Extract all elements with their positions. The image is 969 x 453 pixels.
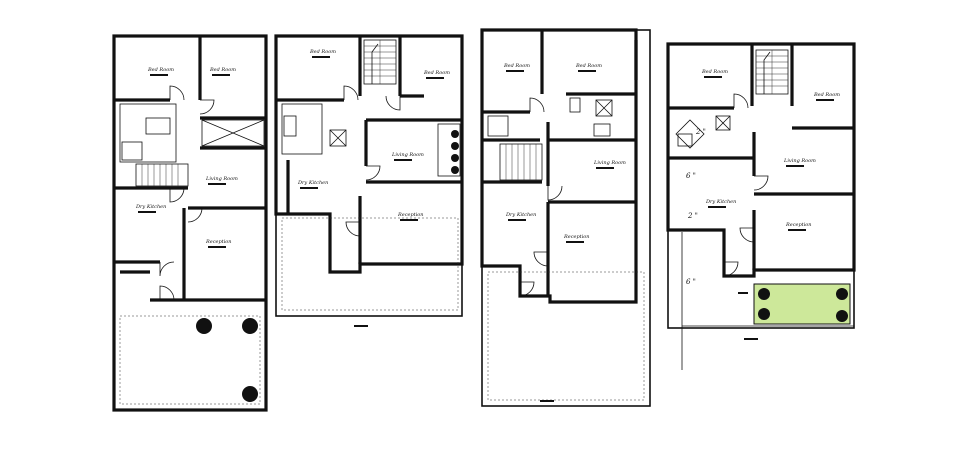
plan4-label-bedroom-2: Bed Room (813, 92, 840, 98)
plan2-fixture (283, 115, 297, 137)
plan2-label-living-room: Living Room (391, 152, 424, 158)
plan1-fixture (145, 117, 171, 135)
plan4-fixture (715, 115, 731, 131)
plan3-fixture (487, 115, 509, 137)
plan4-tree (836, 310, 848, 322)
plan4-label-bedroom-1: Bed Room (701, 69, 728, 75)
plan3-outer-wall (480, 28, 638, 304)
plan4-outer-wall (666, 42, 856, 278)
plan4-outline (667, 43, 855, 329)
plan2-planter (437, 123, 461, 177)
plan1-door-swing (159, 261, 175, 277)
plan3-outline (481, 29, 651, 407)
plan3-label-bedroom-2: Bed Room (575, 63, 602, 69)
plan2-plant (451, 154, 459, 162)
floor-plan-2: Bed Room Bed Room Living Room Dry Kitche… (274, 34, 464, 327)
floor-plan-3: Bed Room Bed Room Living Room Dry Kitche… (480, 28, 651, 407)
plan3-door-swing (547, 185, 563, 201)
plan3-fixture (593, 123, 611, 137)
plan2-plant (451, 142, 459, 150)
plan1-label-bedroom-2: Bed Room (209, 67, 236, 73)
plan4-dimension-2: 6 " (686, 278, 696, 286)
plan2-label-bedroom-1: Bed Room (309, 49, 336, 55)
plan3-label-living-room: Living Room (593, 160, 626, 166)
floor-plan-4: Bed Room Bed Room Living Room Dry Kitche… (666, 42, 856, 370)
plan4-door-swing (753, 175, 769, 191)
plan1-stairs (135, 163, 189, 187)
plan3-label-bedroom-1: Bed Room (503, 63, 530, 69)
plan3-fixture (569, 97, 581, 113)
plan2-label-bedroom-2: Bed Room (423, 70, 450, 76)
plan4-label-reception: Reception (785, 222, 812, 228)
plan4-fixture (675, 119, 705, 149)
plan1-outline (113, 35, 267, 411)
plan2-fixture (329, 129, 347, 147)
plan3-fixture (595, 99, 613, 117)
plan4-dimension-3: 2 " (687, 212, 698, 220)
plan1-stair-void (201, 119, 265, 147)
floor-plan-1: Bed Room Bed Room Living Room Dry Kitche… (112, 34, 268, 412)
plan3-label-dry-kitchen: Dry Kitchen (505, 212, 536, 218)
plan4-stair-arrow (763, 51, 771, 94)
plan4-dimension-1: 6 " (686, 172, 696, 180)
plan2-door-swing (343, 85, 359, 101)
plan2-label-dry-kitchen: Dry Kitchen (297, 180, 328, 186)
plan2-stair-arrow (371, 43, 379, 84)
plan1-tree (242, 386, 258, 402)
plan2-outer-wall (274, 34, 464, 274)
plan1-toilet (119, 103, 177, 163)
plan1-label-bedroom-1: Bed Room (147, 67, 174, 73)
plan1-label-dry-kitchen: Dry Kitchen (135, 204, 166, 210)
plan1-fixture (121, 141, 143, 161)
plan3-door-swing (519, 281, 535, 297)
plan2-toilet (281, 103, 323, 155)
plan3-label-reception: Reception (563, 234, 590, 240)
plan1-tree (196, 318, 212, 334)
plan4-tree (836, 288, 848, 300)
plan1-stair-cross (201, 119, 265, 147)
plan1-door-swing (199, 99, 215, 115)
plan3-stairs (499, 143, 543, 181)
plan4-door-swing (739, 227, 755, 243)
plan2-plant (451, 130, 459, 138)
plan1-door-swing (169, 85, 185, 101)
plan1-label-living-room: Living Room (205, 176, 238, 182)
plan1-door-swing (169, 187, 185, 203)
plan2-door-swing (385, 95, 401, 111)
plan2-plant (451, 166, 459, 174)
plan4-label-dry-kitchen: Dry Kitchen (705, 199, 736, 205)
plan4-dimension-4: 2 " (695, 128, 706, 136)
plan1-label-reception: Reception (205, 239, 232, 245)
plan4-door-swing (733, 93, 749, 109)
plan4-label-living-room: Living Room (783, 158, 816, 164)
plan1-tree (242, 318, 258, 334)
plan1-outer-wall (112, 34, 268, 412)
plan1-door-swing (159, 285, 175, 301)
plan1-door-swing (187, 207, 203, 223)
plan2-setback (281, 217, 459, 311)
plan2-door-swing (365, 165, 381, 181)
plan4-fixture (677, 133, 693, 147)
plan3-door-swing (533, 251, 549, 267)
plan4-door-swing (723, 261, 739, 277)
plan4-tree (758, 308, 770, 320)
plan3-door-swing (529, 97, 545, 113)
plan3-setback (487, 271, 645, 401)
plan2-label-reception: Reception (397, 212, 424, 218)
plan4-lawn (753, 283, 851, 325)
plan2-door-swing (345, 221, 361, 237)
plan4-tree (758, 288, 770, 300)
plan1-parking (119, 315, 261, 405)
